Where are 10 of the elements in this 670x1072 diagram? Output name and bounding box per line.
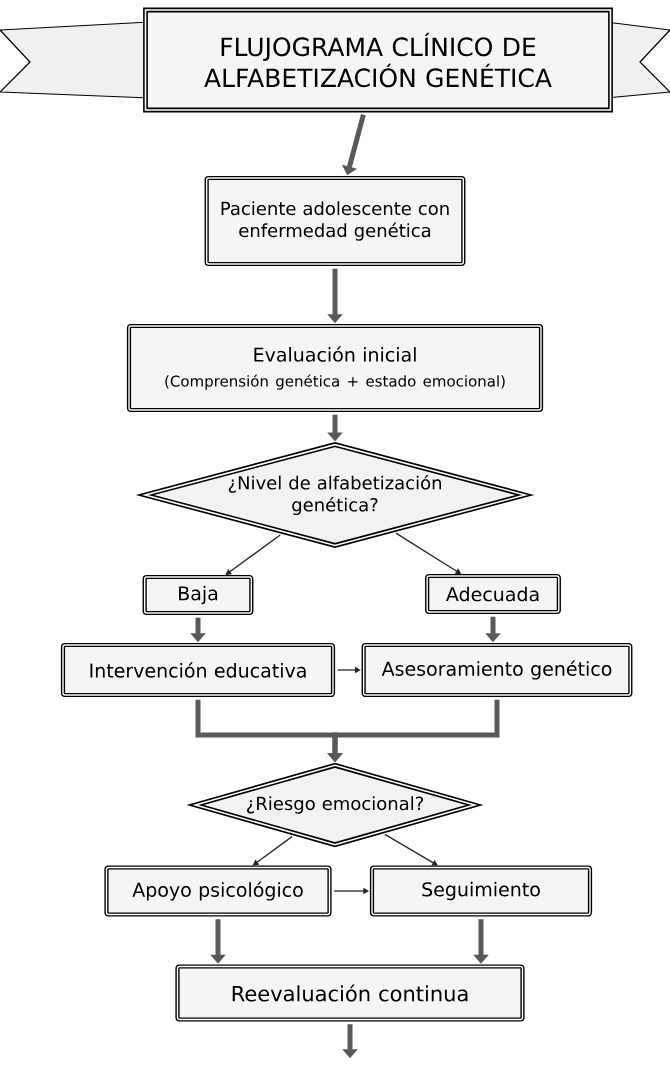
process-box: Asesoramiento genético bbox=[361, 642, 633, 698]
process-box: Reevaluación continua bbox=[175, 964, 525, 1022]
process-box: Baja bbox=[142, 574, 254, 616]
process-box: Evaluación inicial (Comprensión genética + estado emocional) bbox=[126, 323, 544, 413]
process-box: Apoyo psicológico bbox=[104, 865, 332, 917]
process-box: Adecuada bbox=[425, 573, 561, 615]
title-banner: FLUJOGRAMA CLÍNICO DE ALFABETIZACIÓN GENÉTICA bbox=[143, 7, 613, 113]
process-box: Paciente adolescente con enfermedad genética bbox=[204, 175, 466, 267]
process-box: Seguimiento bbox=[369, 865, 593, 917]
process-box: Intervención educativa bbox=[60, 642, 336, 698]
